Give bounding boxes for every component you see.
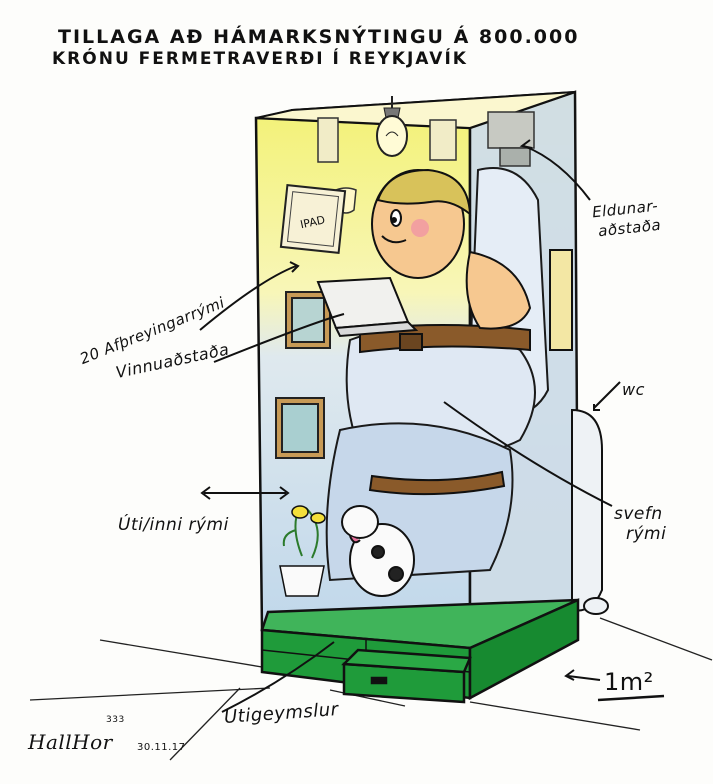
lamp-icon <box>376 96 408 157</box>
bed-blanket <box>325 167 550 582</box>
cartoon-title-line1: TILLAGA AÐ HÁMARKSNÝTINGU Á 800.000 <box>58 26 580 48</box>
pointer-arrows <box>199 139 621 713</box>
potted-plant <box>279 505 326 597</box>
label-svefn-line1: svefn <box>614 504 663 524</box>
label-uti-inni: Úti/inni rými <box>118 515 229 535</box>
person <box>371 168 532 330</box>
label-area: 1m² <box>604 668 654 696</box>
label-wc: wc <box>622 380 645 399</box>
artist-signature: HallHor <box>28 730 113 754</box>
signature-date: 30.11.17 <box>137 742 186 753</box>
signature-number: 333 <box>106 715 125 725</box>
cartoon-title-line2: KRÓNU FERMETRAVERÐI Í REYKJAVÍK <box>52 49 468 69</box>
floor-lines <box>29 617 713 761</box>
label-svefn-line2: rými <box>626 524 667 544</box>
ipad <box>279 184 347 254</box>
wc-toilet <box>549 249 609 615</box>
ipad-label: IPAD <box>299 213 326 231</box>
wall-pictures <box>275 291 331 459</box>
storage-drawer <box>341 648 472 704</box>
area-underline <box>597 694 665 702</box>
dog <box>341 505 415 597</box>
